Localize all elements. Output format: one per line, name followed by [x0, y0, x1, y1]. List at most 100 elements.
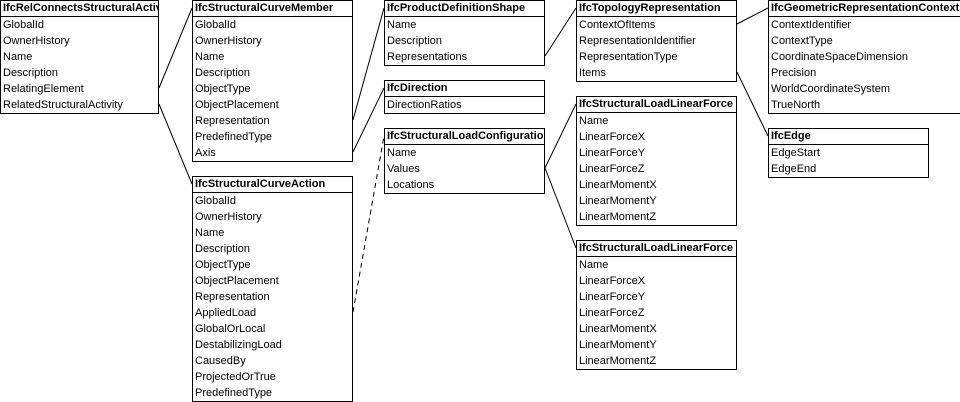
- entity-title: IfcRelConnectsStructuralActivity: [1, 1, 158, 17]
- attribute-row: RelatedStructuralActivity: [3, 99, 123, 111]
- attribute-row: PredefinedType: [195, 387, 273, 399]
- attribute-row: LinearMomentZ: [579, 355, 657, 367]
- entity-title: IfcTopologyRepresentation: [577, 1, 736, 17]
- attribute-row: LinearForceY: [579, 147, 646, 159]
- attribute-row: Description: [387, 35, 443, 47]
- attribute-row: Items: [579, 67, 606, 79]
- entity-ifc-rel-connects-structural-activity[interactable]: IfcRelConnectsStructuralActivity GlobalI…: [0, 0, 159, 114]
- entity-title: IfcProductDefinitionShape: [385, 1, 544, 17]
- attribute-row: LinearMomentX: [579, 179, 657, 191]
- attribute-row: Representation: [195, 291, 270, 303]
- relationship-line: [544, 7, 577, 57]
- attribute-row: Locations: [387, 179, 435, 191]
- attribute-row: Precision: [771, 67, 817, 79]
- attribute-row: ObjectPlacement: [195, 99, 279, 111]
- attribute-row: RepresentationType: [579, 51, 678, 63]
- attribute-row: OwnerHistory: [3, 35, 70, 47]
- attribute-row: TrueNorth: [771, 99, 821, 111]
- attribute-row: LinearForceX: [579, 275, 646, 287]
- attribute-row: GlobalId: [195, 195, 236, 207]
- relationship-line: [158, 103, 193, 185]
- attribute-row: Name: [387, 19, 417, 31]
- attribute-row: OwnerHistory: [195, 211, 262, 223]
- attribute-row: ObjectType: [195, 83, 251, 95]
- attribute-row: Representations: [387, 51, 468, 63]
- attribute-row: LinearForceY: [579, 291, 646, 303]
- relationship-line: [544, 103, 577, 169]
- attribute-row: GlobalId: [195, 19, 236, 31]
- relationship-line: [544, 167, 577, 249]
- entity-title: IfcStructuralLoadLinearForce: [577, 97, 736, 113]
- attribute-row: LinearForceX: [579, 131, 646, 143]
- entity-title: IfcStructuralCurveAction: [193, 177, 352, 193]
- attribute-row: ObjectType: [195, 259, 251, 271]
- attribute-row: ContextIdentifier: [771, 19, 852, 31]
- attribute-row: LinearMomentY: [579, 339, 657, 351]
- attribute-row: LinearMomentX: [579, 323, 657, 335]
- attribute-row: EdgeStart: [771, 147, 820, 159]
- attribute-row: RepresentationIdentifier: [579, 35, 696, 47]
- relationship-line: [736, 71, 769, 137]
- attribute-row: LinearForceZ: [579, 307, 645, 319]
- entity-title: IfcGeometricRepresentationContext: [769, 1, 960, 17]
- attribute-row: Name: [387, 147, 417, 159]
- attribute-row: Description: [195, 243, 251, 255]
- entity-title: IfcStructuralLoadLinearForce: [577, 241, 736, 257]
- relationship-line: [158, 7, 193, 89]
- entity-title: IfcStructuralLoadConfiguration: [385, 129, 544, 145]
- attribute-row: WorldCoordinateSystem: [771, 83, 891, 95]
- attribute-row: LinearMomentZ: [579, 211, 657, 223]
- entity-title: IfcDirection: [385, 81, 544, 97]
- attribute-row: Representation: [195, 115, 270, 127]
- attribute-row: DirectionRatios: [387, 99, 462, 111]
- attribute-row: PredefinedType: [195, 131, 273, 143]
- attribute-list: DirectionRatios: [385, 97, 544, 113]
- entity-title: IfcEdge: [769, 129, 928, 145]
- entity-title: IfcStructuralCurveMember: [193, 1, 352, 17]
- attribute-row: DestabilizingLoad: [195, 339, 282, 351]
- attribute-row: CausedBy: [195, 355, 246, 367]
- attribute-row: ProjectedOrTrue: [195, 371, 276, 383]
- attribute-row: Description: [3, 67, 59, 79]
- attribute-row: Values: [387, 163, 420, 175]
- attribute-row: GlobalId: [3, 19, 44, 31]
- relationship-line: [352, 87, 385, 153]
- attribute-row: LinearMomentY: [579, 195, 657, 207]
- attribute-row: ContextType: [771, 35, 833, 47]
- attribute-row: GlobalOrLocal: [195, 323, 266, 335]
- entity-ifc-topology-representation[interactable]: IfcTopologyRepresentation ContextOfItems…: [576, 0, 737, 82]
- relationship-line: [736, 7, 769, 25]
- attribute-row: OwnerHistory: [195, 35, 262, 47]
- attribute-row: CoordinateSpaceDimension: [771, 51, 908, 63]
- attribute-row: Name: [195, 227, 225, 239]
- attribute-row: Name: [3, 51, 33, 63]
- entity-ifc-direction[interactable]: IfcDirection DirectionRatios: [384, 80, 545, 114]
- relationship-line: [352, 7, 385, 121]
- attribute-row: Axis: [195, 147, 216, 159]
- attribute-row: LinearForceZ: [579, 163, 645, 175]
- attribute-row: Name: [195, 51, 225, 63]
- relationship-line: [352, 135, 385, 313]
- attribute-row: EdgeEnd: [771, 163, 817, 175]
- attribute-row: AppliedLoad: [195, 307, 257, 319]
- entity-ifc-geometric-representation-context[interactable]: IfcGeometricRepresentationContext Contex…: [768, 0, 960, 114]
- attribute-row: Name: [579, 259, 609, 271]
